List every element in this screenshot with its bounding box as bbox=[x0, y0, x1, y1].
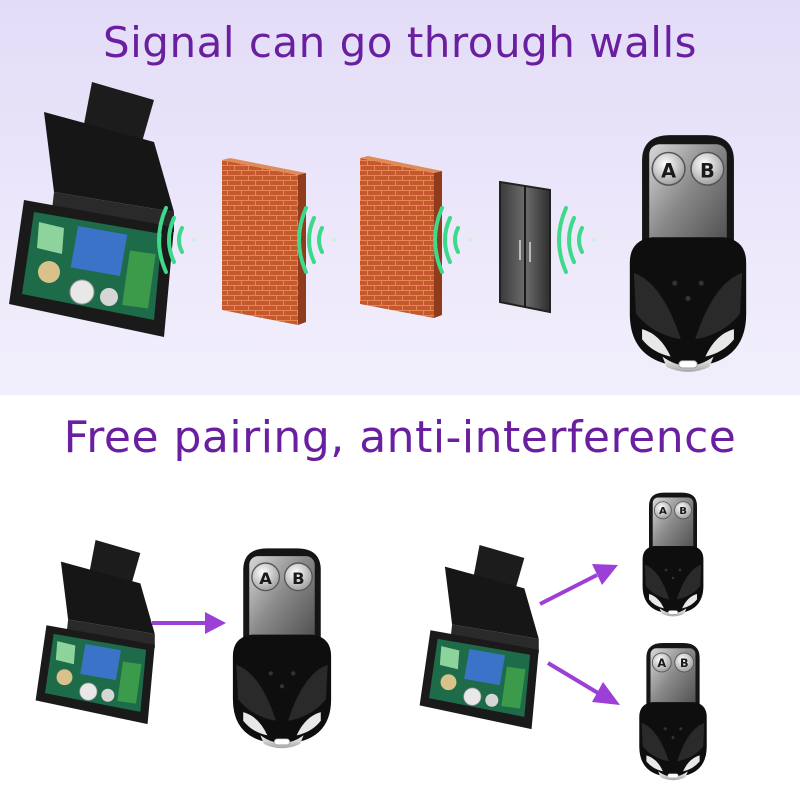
arrow-icon bbox=[546, 661, 620, 705]
headline-free-pairing: Free pairing, anti-interference bbox=[63, 412, 737, 463]
brick-wall-icon bbox=[222, 158, 306, 325]
brick-wall-icon bbox=[360, 156, 442, 318]
relay-receiver-icon bbox=[8, 82, 175, 338]
relay-receiver-icon bbox=[419, 545, 540, 730]
remote-key-fob-icon bbox=[232, 547, 332, 750]
headline-through-walls: Signal can go through walls bbox=[102, 18, 698, 67]
relay-receiver-icon bbox=[35, 540, 156, 725]
door-icon bbox=[499, 180, 551, 314]
arrow-icon bbox=[539, 564, 618, 606]
remote-key-fob-icon bbox=[629, 134, 747, 373]
arrow-icon bbox=[152, 612, 226, 634]
signal-wave-icon bbox=[557, 206, 598, 274]
remote-key-fob-icon bbox=[638, 642, 708, 781]
remote-key-fob-icon bbox=[642, 492, 704, 617]
